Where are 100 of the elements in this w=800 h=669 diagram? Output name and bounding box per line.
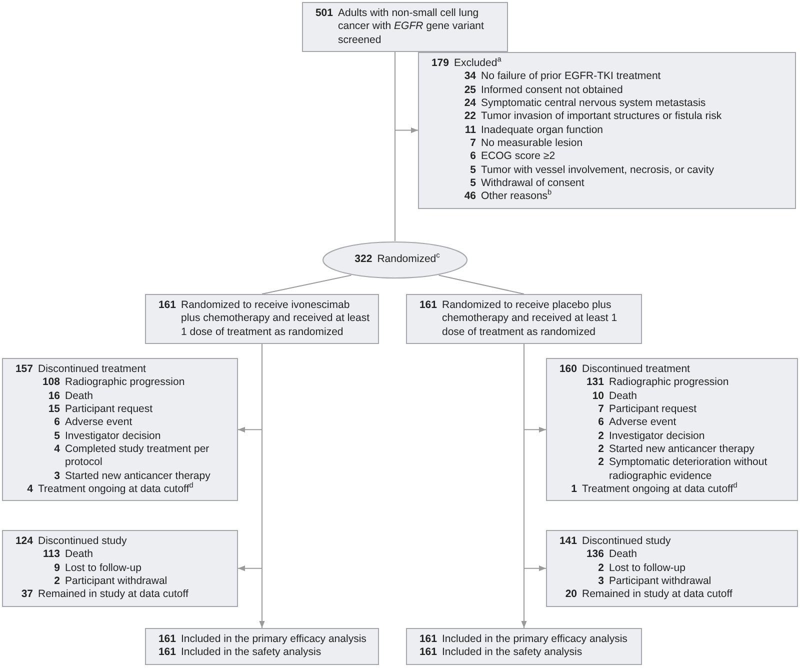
flow-box [145,628,379,665]
count-number: 7 [597,402,604,416]
row-text: Inadequate organ function [481,124,604,137]
count-number: 136 [585,548,604,562]
count-number: 322 [354,253,372,267]
flow-box [546,358,798,502]
row-text: Adverse event [609,416,678,430]
count-number: 124 [14,535,33,548]
row-text: ECOG score ≥2 [481,150,556,164]
row-text: Included in the safety analysis [442,646,584,660]
row-text: Included in the safety analysis [181,646,322,660]
row-text: Death [65,548,94,562]
row-text: Discontinued treatment [38,363,147,376]
count-number: 5 [53,430,60,443]
count-number: 16 [47,390,60,403]
flow-box [418,52,796,209]
count-number: 22 [463,110,476,124]
row-text: Lost to follow-up [65,562,142,575]
flow-box [406,628,642,665]
count-number: 6 [597,416,604,430]
row-text: Other reasons$^{b}$ [481,190,553,204]
count-number: 24 [463,96,476,110]
count-number: 3 [53,470,60,483]
connector-arrow [521,343,527,628]
row-text: Treatment ongoing at data cutoff$^{d}$ [38,482,194,496]
row-text: Discontinued treatment [582,363,691,376]
count-number: 15 [47,402,60,416]
count-number: 113 [42,548,60,562]
flow-box [2,530,238,607]
flow-box [2,358,238,502]
row-text: Remained in study at data cutoff [582,588,734,602]
count-number: 5 [469,164,476,177]
count-number: 4 [53,442,60,456]
count-number: 3 [597,574,604,588]
row-text: Treatment ongoing at data cutoff$^{d}$ [582,482,738,496]
flow-box [406,294,642,344]
count-number: 25 [463,84,476,97]
count-number: 37 [20,588,33,602]
row-text: No measurable lesion [481,136,584,150]
count-number: 9 [53,562,60,575]
count-number: 10 [591,390,604,403]
count-number: 34 [463,70,476,84]
row-text: Tumor invasion of important structures or fistula risk [481,110,723,124]
count-number: 2 [597,430,604,443]
row-text: Adverse event [65,416,134,430]
row-text: Radiographic progression [609,376,730,390]
count-number: 7 [469,136,476,150]
row-text: Discontinued study [38,535,128,548]
row-text: Participant request [609,402,698,416]
count-number: 141 [558,535,577,548]
count-number: 160 [558,363,577,376]
row-text: Randomized$^{c}$ [377,253,440,267]
row-text: Participant withdrawal [609,574,712,588]
row-text: Started new anticancer therapy [65,470,212,482]
row-text: Death [609,548,638,562]
count-number: 46 [463,190,476,204]
row-text: Investigator decision [65,430,162,443]
count-number: 1 [570,482,577,496]
connector-arrow [394,51,418,134]
row-text: Started new anticancer therapy [609,442,756,456]
count-number: 501 [314,7,333,20]
flow-box [546,530,798,607]
row-text: Randomized to receive placebo plus chemotherapy and received at least 1 dose of treatment as randomized [442,299,618,339]
row-text: Excluded$^{a}$ [454,57,502,70]
row-text: Adults with non-small cell lung cancer with EGFR gene variant screened [338,7,485,47]
count-number: 161 [418,646,437,660]
count-number: 161 [157,633,176,646]
count-number: 6 [53,416,60,430]
count-number: 2 [597,442,604,456]
row-text: Investigator decision [609,430,706,443]
count-number: 161 [157,299,176,312]
count-number: 2 [597,456,604,470]
row-text: Death [609,390,638,403]
count-number: 161 [418,299,437,312]
row-text: Symptomatic deterioration without radiographic evidence [609,456,768,482]
decision-ellipse [322,241,468,279]
count-number: 161 [157,646,176,660]
count-number: 157 [14,363,33,376]
flow-box [145,294,379,344]
flow-box [302,2,508,52]
row-text: Symptomatic central nervous system metastasis [481,96,707,110]
count-number: 20 [564,588,577,602]
count-number: 2 [597,562,604,575]
row-text: Tumor with vessel involvement, necrosis, or cavity [481,164,716,177]
count-number: 4 [26,482,33,496]
row-text: Discontinued study [582,535,672,548]
count-number: 131 [585,376,604,390]
count-number: 179 [430,57,449,70]
row-text: Withdrawal of consent [481,176,586,189]
row-text: Included in the primary efficacy analysis [181,633,368,646]
row-text: Randomized to receive ivonescimab plus chemotherapy and received at least 1 dose of treatment as randomized [181,299,370,339]
row-text: No failure of prior EGFR-TKI treatment [481,70,662,84]
count-number: 108 [41,376,60,390]
row-text: Informed consent not obtained [481,84,624,97]
count-number: 161 [418,633,437,646]
count-number: 11 [464,124,476,137]
count-number: 6 [469,150,476,164]
row-text: Participant request [65,402,154,416]
count-number: 5 [469,176,476,190]
row-text: Remained in study at data cutoff [38,588,190,602]
